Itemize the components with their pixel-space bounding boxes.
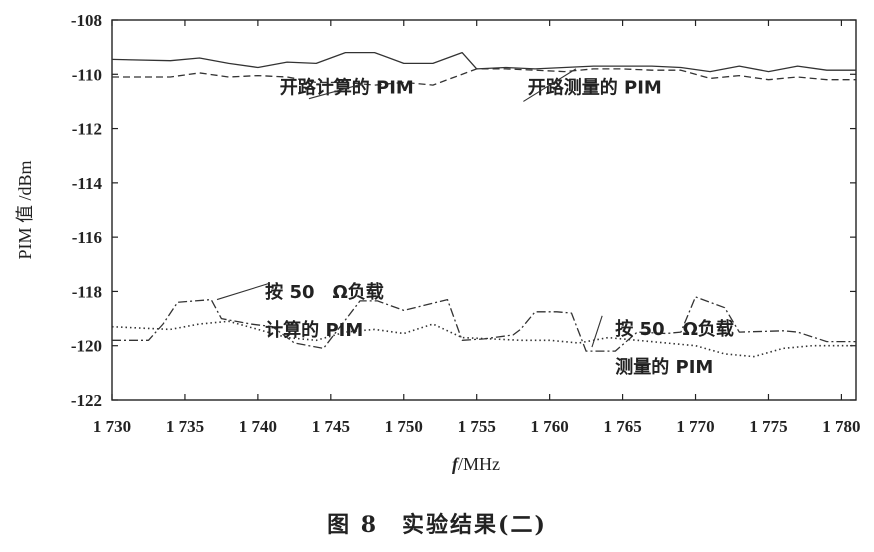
annotation-label-4: 测量的 PIM [615, 356, 713, 378]
y-tick-label: -114 [72, 174, 103, 193]
x-tick-label: 1 780 [822, 417, 860, 436]
y-tick-label: -116 [72, 228, 102, 247]
x-tick-label: 1 750 [385, 417, 423, 436]
annotation-label-1: 开路计算的 PIM [280, 76, 414, 98]
annotation-leader [591, 315, 603, 348]
y-tick-label: -112 [72, 120, 102, 139]
annotation-label-2: 开路测量的 PIM [528, 76, 662, 98]
annotation-label-3: 计算的 PIM [265, 319, 363, 341]
x-axis-label: f/MHz [452, 454, 500, 474]
x-tick-label: 1 760 [531, 417, 569, 436]
annotation-leader [216, 282, 270, 301]
plot-area: 1 730 1 735 1 740 1 745 1 750 1 755 1 760 1 765… [71, 11, 861, 436]
y-tick-label: -122 [71, 391, 102, 410]
series-line-1 [111, 51, 856, 73]
series-line-2 [112, 68, 856, 86]
annotation-leader [523, 68, 577, 102]
x-tick-label: 1 775 [749, 417, 787, 436]
figure-caption: 图 8 实验结果(二) [327, 512, 547, 538]
annotation-leader [308, 83, 364, 100]
x-tick-label: 1 740 [239, 417, 277, 436]
x-tick-label: 1 745 [312, 417, 350, 436]
y-axis-label: PIM 值 /dBm [15, 160, 35, 259]
y-tick-label: -108 [71, 11, 102, 30]
axis-ticks: 1 730 1 735 1 740 1 745 1 750 1 755 1 760 1 765… [71, 11, 861, 436]
y-tick-label: -110 [72, 65, 102, 84]
plot-frame [111, 19, 857, 401]
x-tick-label: 1 765 [603, 417, 641, 436]
x-tick-label: 1 770 [676, 417, 714, 436]
y-tick-label: -120 [71, 337, 102, 356]
x-tick-label: 1 735 [166, 417, 204, 436]
x-tick-label: 1 755 [458, 417, 496, 436]
series-line-4 [111, 320, 856, 358]
x-tick-label: 1 730 [93, 417, 131, 436]
data-series [111, 51, 856, 358]
y-tick-label: -118 [72, 282, 102, 301]
annotation-label-4: 按 50 Ω负载 [615, 318, 734, 340]
series-line-3 [112, 296, 856, 352]
annotation-label-3: 按 50 Ω负载 [265, 281, 384, 303]
